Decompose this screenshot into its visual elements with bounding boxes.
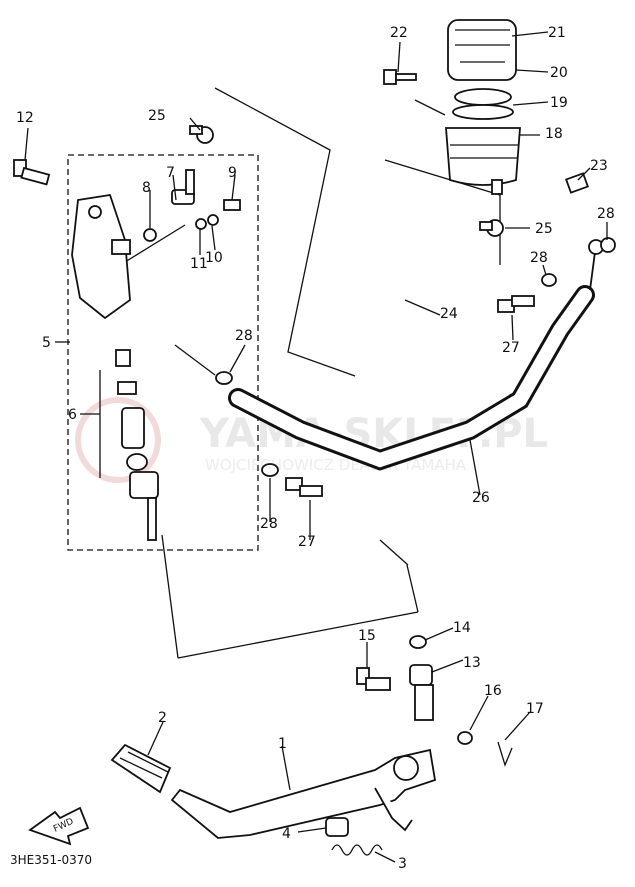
callout-12: 12 (16, 110, 34, 126)
pin-washer (457, 731, 473, 745)
callout-numbers: 21 20 19 18 23 22 25 25 12 24 28 28 27 2… (16, 25, 615, 872)
callout-28-lower: 28 (260, 516, 278, 532)
callout-2: 2 (158, 710, 167, 726)
cap-diaphragm-plate (454, 88, 512, 106)
reservoir-tank (445, 127, 521, 195)
callout-7: 7 (166, 165, 175, 181)
callout-27-upper: 27 (502, 340, 520, 356)
callout-20: 20 (550, 65, 568, 81)
callout-22: 22 (390, 25, 408, 41)
pedal-spring-cover (325, 817, 349, 837)
master-cylinder-body (71, 193, 131, 320)
callout-4: 4 (282, 826, 291, 842)
callout-19: 19 (550, 95, 568, 111)
callout-11: 11 (190, 256, 208, 272)
callout-15: 15 (358, 628, 376, 644)
cotter-pin (497, 741, 513, 767)
callout-3: 3 (398, 856, 407, 872)
callout-16: 16 (484, 683, 502, 699)
callout-26: 26 (472, 490, 490, 506)
callout-28-upper: 28 (235, 328, 253, 344)
reservoir-bolt (383, 69, 417, 85)
brake-pedal (170, 748, 437, 839)
copper-washer-3 (541, 273, 557, 287)
callout-6: 6 (68, 407, 77, 423)
callout-14: 14 (453, 620, 471, 636)
reservoir-bracket (564, 172, 590, 194)
callout-28-right: 28 (530, 250, 548, 266)
callout-5: 5 (42, 335, 51, 351)
callout-18: 18 (545, 126, 563, 142)
hose-clip-lower (479, 219, 504, 237)
callout-24: 24 (440, 306, 458, 322)
watermark-subline: WOJCIECHOWICZ DEALER YAMAHA (205, 456, 467, 474)
callout-8: 8 (142, 180, 151, 196)
callout-21: 21 (548, 25, 566, 41)
copper-washer-1 (215, 371, 233, 385)
callout-25-upper: 25 (148, 108, 166, 124)
callout-27-lower: 27 (298, 534, 316, 550)
callout-25-lower: 25 (535, 221, 553, 237)
callout-28-far-right: 28 (597, 206, 615, 222)
o-ring (143, 228, 157, 242)
clevis-nut (409, 635, 427, 649)
copper-washer-2 (261, 463, 279, 477)
union-bolt-upper (497, 295, 535, 313)
callout-1: 1 (278, 736, 287, 752)
callout-9: 9 (228, 165, 237, 181)
banjo-fitting (589, 251, 596, 291)
diaphragm (452, 104, 514, 120)
leader-lines (24, 31, 608, 863)
pedal-return-spring (331, 844, 383, 856)
forward-direction-arrow: FWD (28, 806, 90, 846)
connection-lines (124, 87, 501, 659)
diagram-code: 3HE351-0370 (10, 853, 92, 867)
copper-washer-4 (600, 237, 616, 253)
clevis-pin (356, 667, 391, 691)
pedal-footrest-rubber (110, 743, 172, 794)
master-cylinder-group-outline (67, 154, 259, 551)
callout-23: 23 (590, 158, 608, 174)
reservoir-cap (447, 19, 517, 81)
callout-13: 13 (463, 655, 481, 671)
union-bolt-lower (285, 477, 323, 497)
hose-joint (171, 169, 195, 205)
washer-small (195, 218, 207, 230)
callout-17: 17 (526, 701, 544, 717)
washer-small-2 (207, 214, 219, 226)
callout-10: 10 (205, 250, 223, 266)
master-cylinder-bolt (13, 159, 51, 186)
joint-screw (223, 199, 241, 211)
hose-clip-upper (189, 125, 214, 144)
master-cylinder-kit (115, 349, 159, 541)
watermark-logo (75, 397, 161, 483)
brake-rod-clevis (409, 664, 434, 721)
